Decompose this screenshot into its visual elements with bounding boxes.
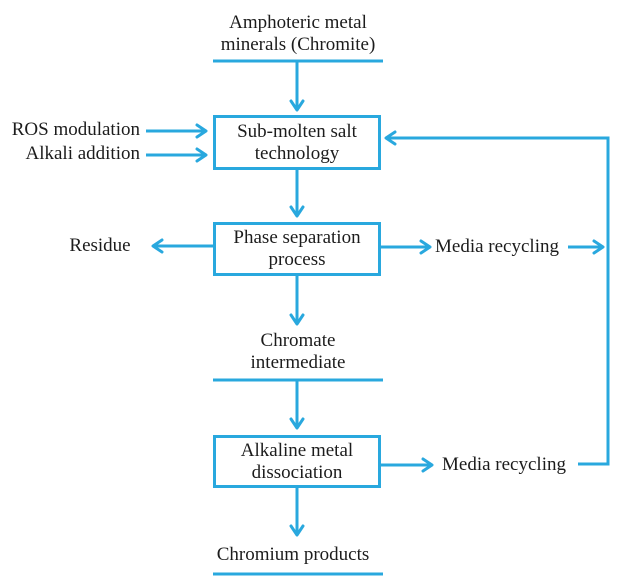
chromium-products-label: Chromium products [216,544,370,565]
submolten-salt-technology-box: Sub-molten salt technology [213,115,381,170]
alkaline-box-line2: dissociation [251,461,343,483]
source-label-line2: minerals (Chromite) [220,34,376,55]
alkaline-metal-dissociation-box: Alkaline metal dissociation [213,435,381,488]
chromate-label-line2: intermediate [250,352,346,373]
chromate-label-line1: Chromate [260,330,336,351]
phase-box-line1: Phase separation [233,227,361,248]
chromate-intermediate-label: Chromate intermediate [213,330,383,374]
ros-modulation-label: ROS modulation [11,119,140,140]
phase-separation-process-box: Phase separation process [213,222,381,276]
source-label: Amphoteric metal minerals (Chromite) [213,12,383,56]
residue-label: Residue [69,235,131,256]
alkaline-box-line1: Alkaline metal [240,439,354,461]
arrow-media-recycling-feedback [384,130,610,466]
phase-box-line2: process [268,249,326,270]
media-recycling-top-label: Media recycling [435,236,559,257]
submolten-box-line2: technology [254,142,340,164]
source-label-line1: Amphoteric metal [229,12,367,33]
alkali-addition-label: Alkali addition [25,143,140,164]
submolten-box-line1: Sub-molten salt [237,120,357,142]
media-recycling-bottom-label: Media recycling [442,454,566,475]
